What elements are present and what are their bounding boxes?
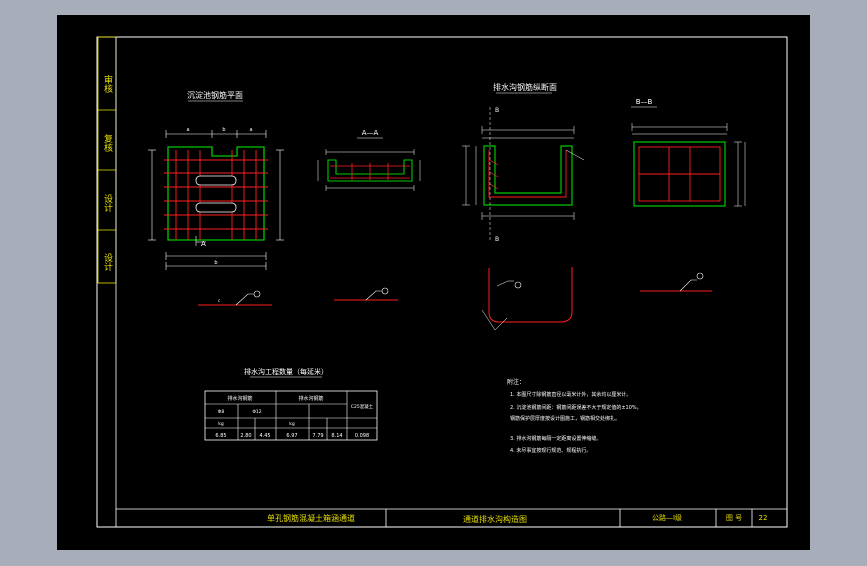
table-unit-1: kg [218, 421, 224, 427]
notes: 附注： 1. 本图尺寸除钢筋直径以毫米计外，其余均以厘米计。 2. 沉淀池钢筋间… [507, 378, 642, 454]
longitudinal-view-title: 排水沟钢筋纵断面 [493, 82, 557, 92]
sidebar-label-0: 审核 [102, 74, 113, 94]
drawing-name: 通道排水沟构造图 [463, 514, 527, 524]
note-0: 1. 本图尺寸除钢筋直径以毫米计外，其余均以厘米计。 [510, 391, 631, 398]
quantity-table: 排水沟工程数量（每延米） 排水沟钢筋 排水沟钢筋 C25混凝土 Φ8 Φ12 k… [204, 367, 378, 441]
sidebar-label-3: 设计 [102, 253, 113, 272]
longitudinal-view: 排水沟钢筋纵断面 B B [462, 82, 585, 331]
project-name: 单孔钢筋混凝土箱涵通道 [267, 513, 355, 523]
plan-dim-b: b [222, 127, 225, 133]
signature-column: 审核 复核 设计 设计 [97, 36, 117, 527]
section-mark-b-top: B [495, 107, 499, 114]
section-aa-title: A—A [362, 129, 379, 137]
plan-view: 沉淀池钢筋平面 [148, 90, 284, 306]
drawing-sheet [57, 15, 810, 550]
plan-dim-bottom: b [214, 260, 217, 266]
table-cell-4: 7.79 [312, 433, 323, 439]
table-header-last: C25混凝土 [351, 403, 374, 410]
table-title: 排水沟工程数量（每延米） [244, 367, 328, 376]
section-bb: B—B [631, 98, 746, 292]
design-code: 公路—Ⅰ级 [652, 513, 682, 522]
note-1: 2. 沉淀池钢筋间距：钢筋间距误差不大于规定值的±10%， [510, 404, 642, 411]
plan-section-mark: A [201, 240, 206, 248]
table-cell-1: 2.80 [240, 433, 251, 439]
sheet-label: 图 号 [726, 514, 742, 522]
table-unit-2: kg [289, 421, 295, 427]
plan-dim-a2: a [249, 127, 252, 133]
table-sub-1: Φ8 [218, 409, 225, 415]
note-4: 4. 未尽事宜按现行规范、规程执行。 [510, 447, 591, 454]
table-cell-3: 6.97 [286, 433, 297, 439]
sheet-number: 22 [759, 514, 768, 522]
table-cell-2: 4.45 [259, 433, 270, 439]
section-bb-title: B—B [636, 98, 653, 106]
title-block: 单孔钢筋混凝土箱涵通道 通道排水沟构造图 公路—Ⅰ级 图 号 22 [116, 508, 787, 527]
drawing-frame [96, 36, 788, 528]
table-cell-6: 0.098 [355, 433, 369, 439]
table-group-2: 排水沟钢筋 [298, 395, 323, 402]
section-aa: A—A [317, 129, 421, 301]
svg-text:c: c [218, 298, 220, 303]
note-3: 3. 排水沟钢筋每隔一定距离设置伸缩缝。 [510, 435, 601, 442]
sidebar-label-2: 设计 [102, 194, 113, 213]
table-group-1: 排水沟钢筋 [227, 395, 252, 402]
note-2: 钢筋保护层厚度按设计图施工，钢筋相交处绑扎。 [510, 415, 620, 422]
table-sub-2: Φ12 [252, 409, 261, 415]
section-mark-b-bottom: B [495, 236, 499, 243]
notes-title: 附注： [507, 378, 525, 386]
table-cell-5: 8.14 [331, 433, 342, 439]
table-cell-0: 6.85 [215, 433, 226, 439]
plan-view-title: 沉淀池钢筋平面 [187, 90, 243, 100]
sidebar-label-1: 复核 [102, 133, 113, 153]
plan-dim-a1: a [186, 127, 189, 133]
